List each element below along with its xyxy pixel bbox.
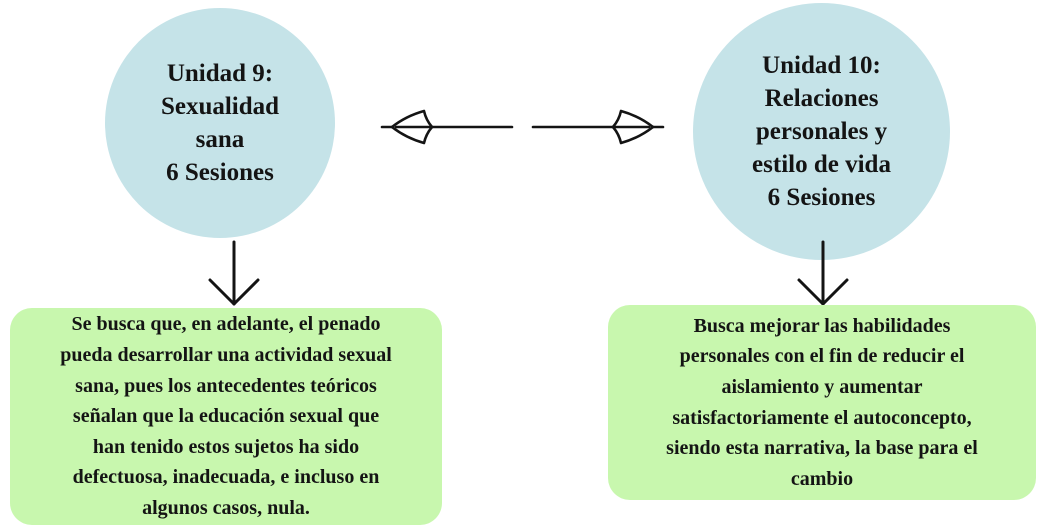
unit-9-title: Unidad 9: Sexualidad sana 6 Sesiones (161, 57, 279, 189)
description-line: sana, pues los antecedentes teóricos (75, 374, 377, 397)
down-arrow-right-icon (797, 240, 849, 306)
unit-9-description-box: Se busca que, en adelante, el penado pue… (10, 308, 442, 525)
unit-10-title: Unidad 10: Relaciones personales y estil… (752, 49, 891, 214)
leaf-arrow-right-icon (531, 109, 665, 145)
description-line: aislamiento y aumentar (721, 375, 923, 398)
description-line: pueda desarrollar una actividad sexual (60, 344, 392, 367)
unit-9-circle: Unidad 9: Sexualidad sana 6 Sesiones (105, 8, 335, 238)
description-line: cambio (790, 467, 854, 490)
unit-9-title-line: Unidad 9: (166, 60, 274, 87)
down-arrow-left-icon (208, 240, 260, 306)
unit-10-circle: Unidad 10: Relaciones personales y estil… (693, 3, 950, 260)
description-line: señalan que la educación sexual que (72, 405, 380, 428)
description-line: algunos casos, nula. (142, 496, 310, 519)
leaf-arrow-left-icon (380, 109, 514, 145)
description-line: siendo esta narrativa, la base para el (666, 437, 978, 460)
description-line: defectuosa, inadecuada, e incluso en (72, 466, 380, 489)
unit-9-title-line: Sexualidad (160, 93, 280, 120)
unit-9-title-line: sana (195, 126, 245, 153)
unit-10-title-line: 6 Sesiones (767, 184, 876, 211)
description-line: personales con el fin de reducir el (679, 345, 965, 368)
description-line: han tenido estos sujetos ha sido (92, 435, 360, 458)
description-line: satisfactoriamente el autoconcepto, (672, 406, 972, 429)
unit-10-title-line: personales y (755, 118, 888, 145)
unit-9-title-line: 6 Sesiones (166, 159, 274, 186)
description-line: Busca mejorar las habilidades (693, 314, 951, 337)
unit-10-title-line: estilo de vida (752, 151, 891, 178)
unit-9-description: Se busca que, en adelante, el penado pue… (60, 309, 392, 523)
description-line: Se busca que, en adelante, el penado (71, 313, 381, 336)
unit-10-description: Busca mejorar las habilidades personales… (666, 311, 978, 495)
unit-10-title-line: Unidad 10: (762, 52, 881, 79)
unit-10-description-box: Busca mejorar las habilidades personales… (608, 305, 1036, 500)
unit-10-title-line: Relaciones (764, 85, 879, 112)
